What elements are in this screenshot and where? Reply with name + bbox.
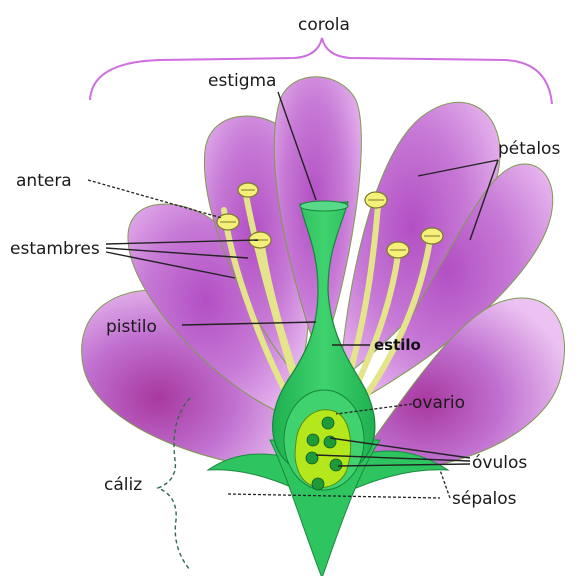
label-estambres: estambres — [10, 239, 100, 259]
label-sepalos: sépalos — [452, 489, 517, 509]
label-ovulos: óvulos — [472, 453, 527, 473]
label-caliz: cáliz — [104, 475, 142, 495]
label-petalos: pétalos — [498, 139, 560, 159]
label-estigma: estigma — [208, 71, 276, 91]
ovule — [312, 478, 324, 490]
ovule — [307, 434, 319, 446]
stigma-top — [300, 201, 348, 211]
label-estilo: estilo — [374, 336, 421, 354]
label-antera: antera — [16, 171, 72, 191]
label-ovario: ovario — [412, 393, 465, 413]
label-pistilo: pistilo — [106, 317, 157, 337]
label-corola: corola — [298, 15, 350, 35]
ovule — [330, 459, 342, 471]
ovule — [322, 417, 334, 429]
ovule — [324, 436, 336, 448]
ovule — [306, 452, 318, 464]
